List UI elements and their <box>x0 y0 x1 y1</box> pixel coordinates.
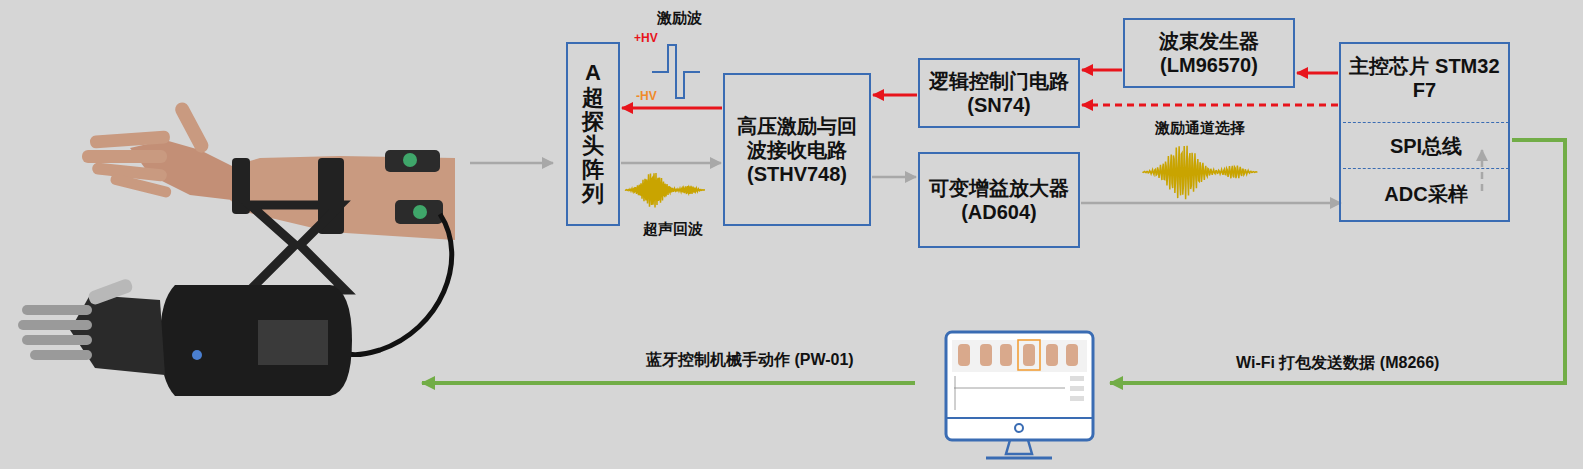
node-label: 高压激励与回波接收电路 (STHV748) <box>733 114 861 186</box>
signal-arrow <box>470 162 553 165</box>
annotation-label: Wi-Fi 打包发送数据 (M8266) <box>1236 353 1439 374</box>
annotation-label: 蓝牙控制机械手动作 (PW-01) <box>646 350 854 371</box>
node-label: A超探头阵列 <box>582 61 604 206</box>
node-label: ADC采样 <box>1384 182 1467 206</box>
connector-arrow <box>1297 72 1338 75</box>
connector-arrow <box>621 162 721 165</box>
wifi-line <box>1110 140 1565 383</box>
connector-arrow <box>1481 150 1484 191</box>
echo-wave <box>1143 146 1258 200</box>
pulse-wave <box>652 45 700 98</box>
node-label: 逻辑控制门电路 (SN74) <box>928 69 1070 117</box>
process-box: 主控芯片 STM32 F7 SPI总线 ADC采样 <box>1339 42 1510 222</box>
node-label: 波束发生器 (LM96570) <box>1133 29 1285 77</box>
connector-arrow <box>1082 69 1122 72</box>
connector-arrow <box>873 94 917 97</box>
section-box: SPI总线 <box>1343 122 1509 168</box>
annotation-label: 超声回波 <box>643 220 703 239</box>
section-box: ADC采样 <box>1343 168 1509 219</box>
edge-label: 激励通道选择 <box>1155 119 1245 138</box>
connector-arrow <box>872 176 916 179</box>
process-box: A超探头阵列 <box>566 42 620 226</box>
connector-arrow <box>1082 104 1338 107</box>
annotation-label: +HV <box>634 31 658 45</box>
annotation-label: -HV <box>636 89 657 103</box>
process-box: 波束发生器 (LM96570) <box>1123 18 1295 88</box>
connector-arrow <box>1081 202 1341 205</box>
echo-wave <box>625 173 705 207</box>
node-label: SPI总线 <box>1390 134 1462 158</box>
node-label: 主控芯片 STM32 F7 <box>1349 54 1500 102</box>
connector-arrow <box>622 107 722 110</box>
process-box: 逻辑控制门电路 (SN74) <box>918 58 1080 128</box>
node-label: 可变增益放大器 (AD604) <box>928 176 1070 224</box>
annotation-label: 激励波 <box>657 9 702 28</box>
computer-icon <box>946 332 1093 458</box>
process-box: 高压激励与回波接收电路 (STHV748) <box>723 73 871 226</box>
bluetooth-line <box>422 381 915 385</box>
arm-illustration <box>18 100 455 396</box>
process-box: 可变增益放大器 (AD604) <box>918 152 1080 248</box>
